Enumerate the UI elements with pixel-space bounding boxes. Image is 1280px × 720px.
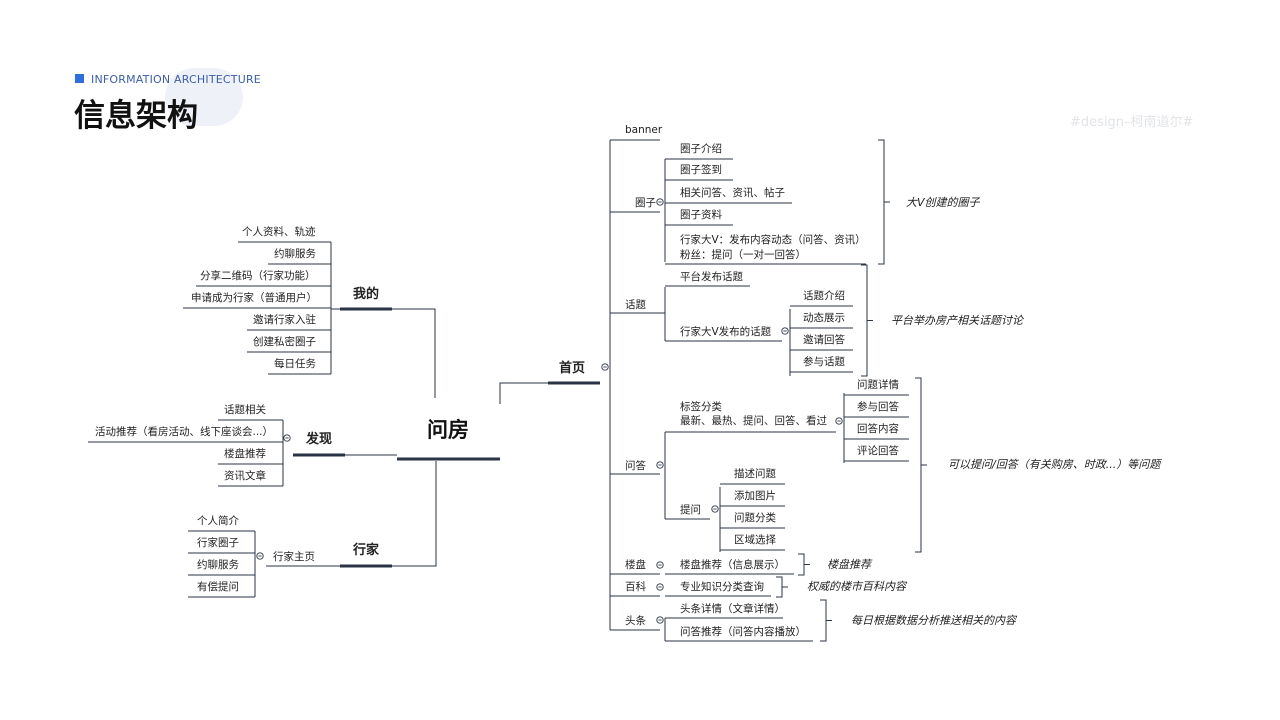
wode-item-label: 每日任务 [274,357,316,370]
huati-sub-item-label: 话题介绍 [803,289,845,302]
huati-bracket [861,264,868,377]
wenda-bracket [915,377,922,553]
hangjia-item-label: 行家圈子 [197,536,239,549]
hangjia-item-label: 个人简介 [197,514,239,527]
wenda-tag-item-label: 回答内容 [857,422,899,435]
wenda-tag-title: 标签分类 [680,400,722,413]
quanzi-item-label: 相关问答、资讯、帖子 [680,186,785,199]
header-decoration [165,68,243,126]
quanzi-note: 大V创建的圈子 [906,196,981,209]
quanzi-item-label: 圈子资料 [680,208,722,221]
huati-label: 话题 [625,299,646,311]
faxian-item-label: 楼盘推荐 [224,447,266,460]
wenda-ask-item-label: 问题分类 [734,511,776,524]
quanzi-item-label: 粉丝：提问（一对一回答） [680,248,806,261]
root-node-label: 问房 [427,418,469,442]
wenda-ask-item-label: 添加图片 [734,489,776,502]
wenda-tag-item-label: 参与回答 [857,400,899,413]
root-to-home-line [499,382,575,404]
wenda-tag-desc: 最新、最热、提问、回答、看过 [680,414,827,427]
wode-item-label: 创建私密圈子 [253,335,316,348]
loupan-bracket [798,553,805,576]
root-to-wode-line [392,308,436,398]
faxian-item-label: 话题相关 [224,403,266,416]
huati-note: 平台举办房产相关话题讨论 [891,314,1025,327]
branch-hangjia-label: 行家 [352,542,380,558]
branch-wode-label: 我的 [353,286,379,302]
loupan-note: 楼盘推荐 [827,558,873,571]
wenda-ask-item-label: 描述问题 [734,467,776,480]
branch-faxian-label: 发现 [305,431,332,447]
quanzi-label: 圈子 [635,197,656,209]
huati-item-label: 行家大V发布的话题 [680,325,772,338]
header-en-title: INFORMATION ARCHITECTURE [91,73,261,86]
wenda-ask-label: 提问 [680,503,701,516]
hangjia-item-label: 有偿提问 [197,580,239,593]
toutiao-item-label: 头条详情（文章详情） [680,602,785,615]
wenda-tag-item-label: 问题详情 [857,378,899,391]
quanzi-item-label: 圈子介绍 [680,142,722,155]
banner-label: banner [625,124,663,136]
hangjia-item-label: 约聊服务 [197,558,239,571]
quanzi-item-label: 行家大V：发布内容动态（问答、资讯） [680,233,866,246]
wode-item-label: 申请成为行家（普通用户） [191,291,317,304]
toutiao-label: 头条 [625,614,646,627]
branch-home-label: 首页 [559,360,585,376]
wode-item-label: 约聊服务 [274,247,316,260]
quanzi-bracket [878,139,885,265]
huati-sub-item-label: 参与话题 [803,355,845,368]
watermark: #design–柯南道尔# [1070,115,1194,130]
baike-bracket [776,576,783,598]
wenda-tag-item-label: 评论回答 [857,444,899,457]
toutiao-bracket [820,599,827,642]
header-accent-square [75,74,84,83]
quanzi-item-label: 圈子签到 [680,163,722,176]
baike-label: 百科 [625,580,646,593]
toutiao-item-label: 问答推荐（问答内容播放） [680,625,806,638]
hangjia-sub-label: 行家主页 [273,550,315,563]
wenda-label: 问答 [625,459,646,472]
wenda-note: 可以提问/回答（有关购房、时政...）等问题 [948,458,1162,471]
loupan-item-label: 楼盘推荐（信息展示） [680,558,785,571]
page-title: 信息架构 [74,98,198,134]
root-to-hangjia-line [392,461,437,567]
faxian-item-label: 活动推荐（看房活动、线下座谈会...） [95,425,273,438]
huati-sub-item-label: 动态展示 [803,311,845,324]
loupan-label: 楼盘 [625,558,646,571]
huati-sub-item-label: 邀请回答 [803,333,845,346]
wode-item-label: 分享二维码（行家功能） [200,269,316,282]
huati-item-label: 平台发布话题 [680,270,743,283]
faxian-item-label: 资讯文章 [224,469,266,482]
wenda-ask-item-label: 区域选择 [734,533,776,546]
wode-item-label: 邀请行家入驻 [253,313,316,326]
baike-note: 权威的楼市百科内容 [807,580,908,593]
toutiao-note: 每日根据数据分析推送相关的内容 [851,614,1018,627]
baike-item-label: 专业知识分类查询 [680,580,764,593]
wode-item-label: 个人资料、轨迹 [242,225,316,238]
